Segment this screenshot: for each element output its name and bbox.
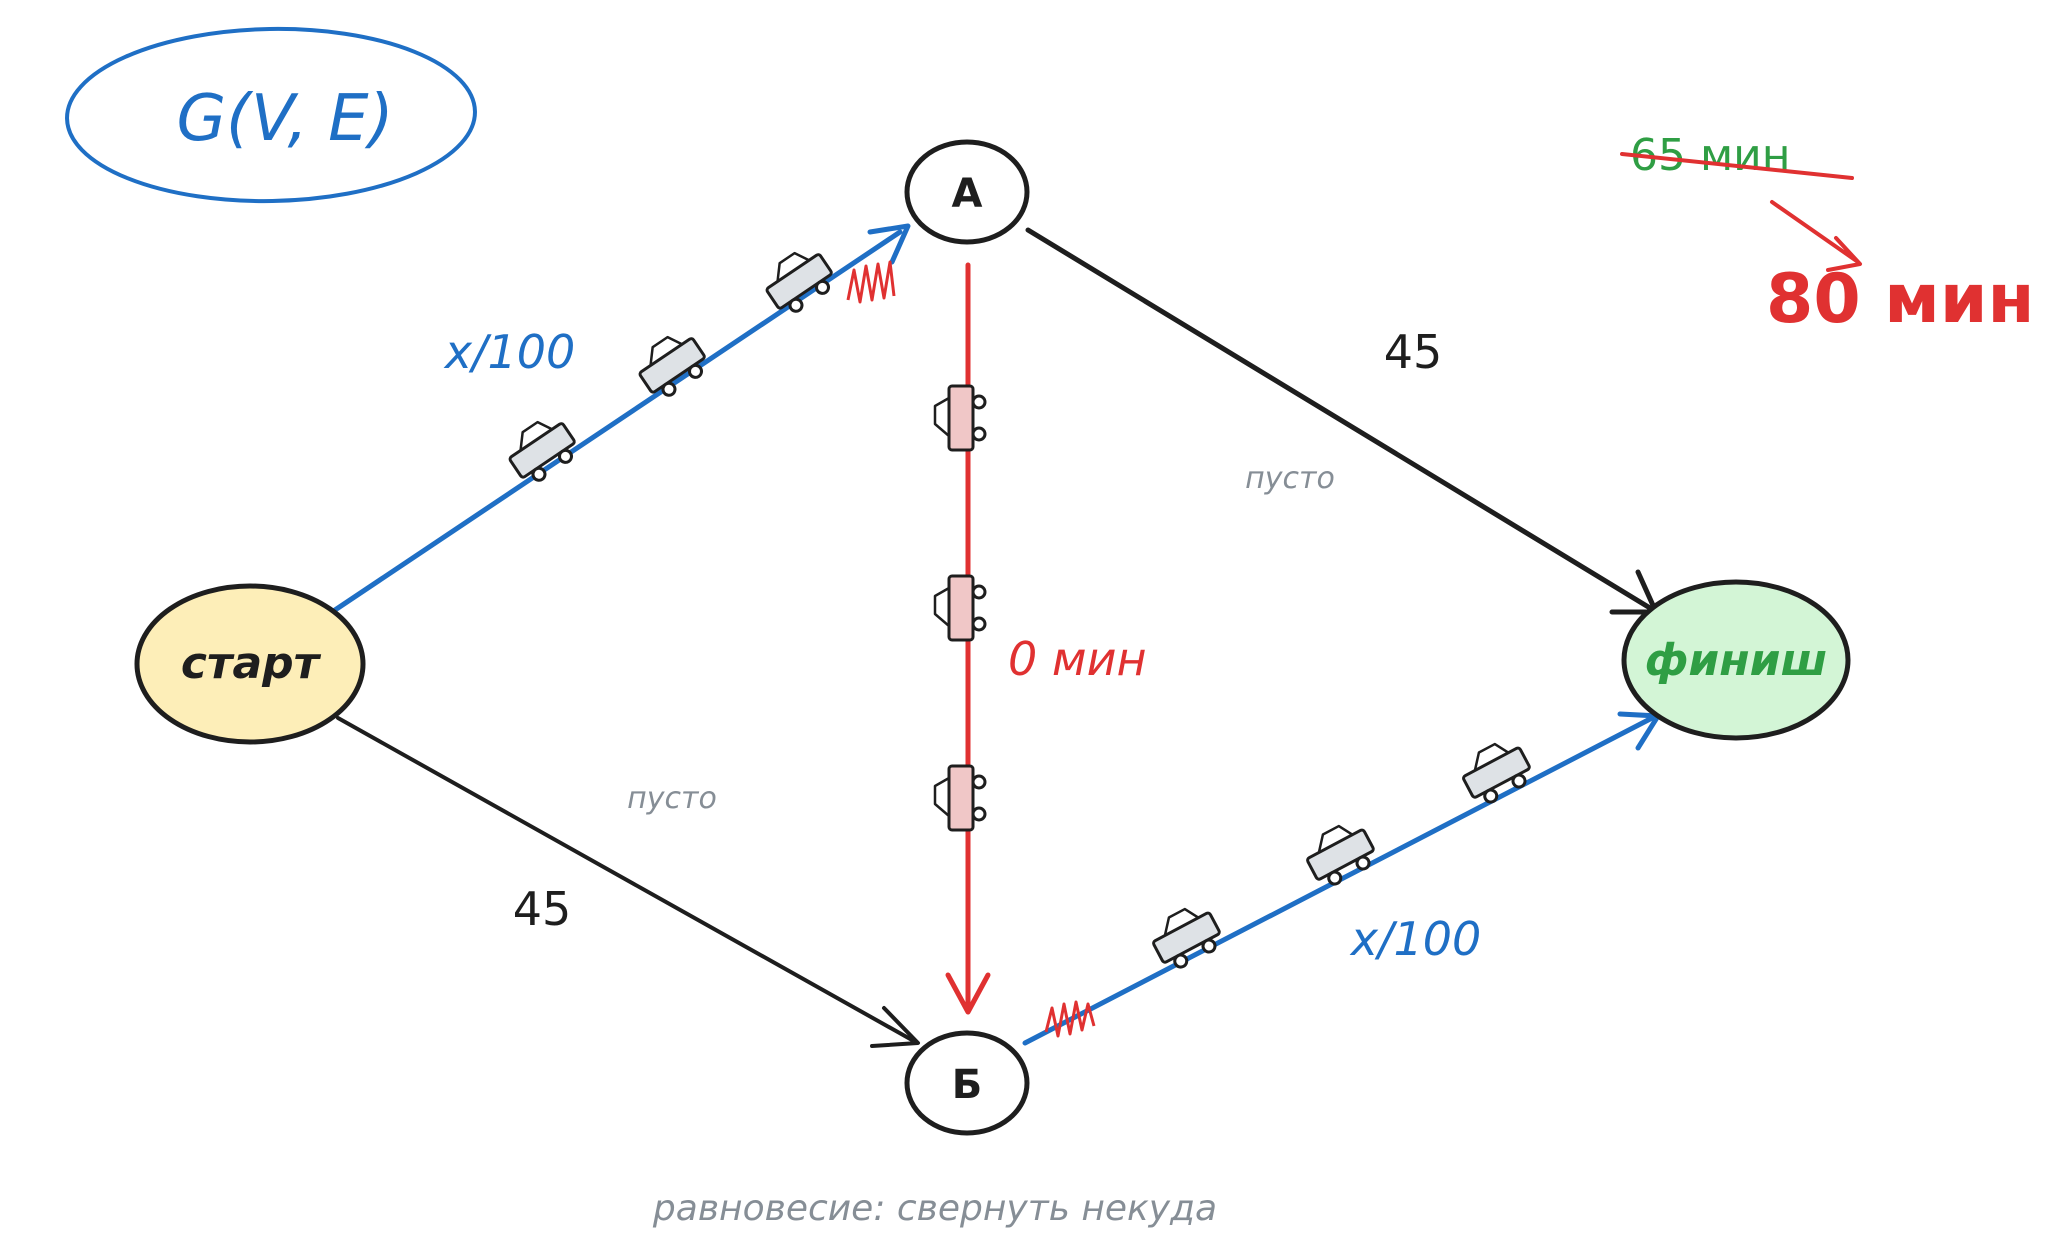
car-icon <box>933 764 987 832</box>
edge-start-b-note: пусто <box>627 781 717 816</box>
car-icon <box>499 409 584 490</box>
arrow-icon <box>945 972 991 1015</box>
arrow-icon <box>1770 200 1862 272</box>
car-icon <box>1144 898 1228 976</box>
caption: равновесие: свернуть некуда <box>652 1188 1217 1229</box>
node-finish: финиш <box>1621 579 1851 741</box>
car-icon <box>1454 733 1538 811</box>
arrow-icon <box>870 1006 920 1048</box>
travel-time: 65 мин 80 мин <box>1620 130 2035 339</box>
edge-b-finish: x/100 <box>1022 711 1661 1046</box>
edge-a-finish: 45 пусто <box>1025 227 1659 615</box>
edge-start-b-label: 45 <box>513 882 572 936</box>
car-icon <box>933 574 987 642</box>
node-b-label: Б <box>952 1062 983 1108</box>
car-icon <box>1298 815 1382 893</box>
node-b: Б <box>904 1030 1030 1136</box>
node-a-label: А <box>952 171 983 217</box>
edge-start-a-label: x/100 <box>443 325 576 379</box>
old-time: 65 мин <box>1630 130 1791 181</box>
node-start: старт <box>134 583 366 745</box>
edge-a-finish-label: 45 <box>1384 325 1443 379</box>
new-time: 80 мин <box>1766 260 2035 339</box>
node-finish-label: финиш <box>1645 635 1827 686</box>
old-time-strikethrough <box>1620 152 1854 180</box>
edge-start-a: x/100 <box>332 223 911 613</box>
edge-a-finish-note: пусто <box>1245 461 1335 496</box>
car-icon <box>933 384 987 452</box>
arrow-icon <box>867 223 911 265</box>
node-start-label: старт <box>181 638 322 689</box>
graph-label: G(V, E) <box>65 26 477 204</box>
traffic-jam-scribble-icon <box>846 260 896 304</box>
node-a: А <box>904 139 1030 245</box>
edge-a-b-label: 0 мин <box>1008 632 1147 686</box>
traffic-jam-scribble-icon <box>1044 1000 1096 1038</box>
graph-label-text: G(V, E) <box>176 82 393 156</box>
edge-start-b: 45 пусто <box>336 716 920 1048</box>
edge-a-b: 0 мин <box>933 262 1147 1015</box>
edge-b-finish-label: x/100 <box>1349 912 1482 966</box>
